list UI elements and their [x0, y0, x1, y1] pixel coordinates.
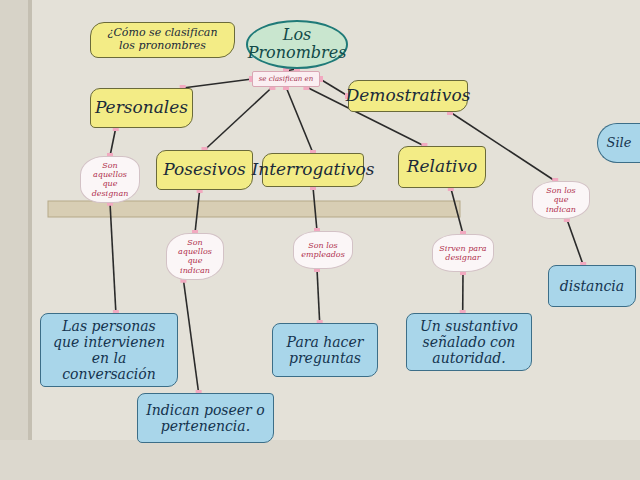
node-text: Sirven para designar	[438, 244, 488, 262]
node-text: se clasifican en	[259, 75, 313, 83]
node-text: Personales	[95, 98, 188, 118]
connector-line	[183, 280, 198, 393]
wall-shadow	[0, 440, 640, 480]
node-text: Demostrativos	[346, 86, 471, 106]
connector-line	[317, 269, 320, 323]
central-oval: Los Pronombres	[246, 20, 348, 69]
connector-line	[567, 219, 583, 265]
category-box: Personales	[90, 88, 193, 128]
category-box: Interrogativos	[262, 153, 364, 187]
connector-line	[286, 87, 313, 153]
node-text: Interrogativos	[252, 160, 375, 180]
node-text: Indican poseer o pertenencia.	[144, 402, 267, 434]
connector-line	[183, 79, 252, 88]
definition-cloud: Son los empleados	[293, 231, 353, 269]
connector-line	[313, 187, 317, 231]
connector-line	[195, 190, 200, 233]
door-frame	[0, 0, 28, 480]
question-box: ¿Cómo se clasifican los pronombres	[90, 22, 235, 58]
example-box: Indican poseer o pertenencia.	[137, 393, 274, 443]
node-text: Son los que indican	[538, 186, 584, 214]
definition-cloud: Son aquellos que designan	[80, 156, 140, 203]
category-box: Demostrativos	[348, 80, 468, 112]
connector-line	[320, 79, 348, 96]
connector-line	[451, 188, 463, 234]
connector-line	[110, 203, 116, 313]
node-text: Los Pronombres	[248, 26, 347, 63]
example-box: Un sustantivo señalado con autoridad.	[406, 313, 532, 371]
node-text: Son aquellos que indican	[172, 238, 218, 275]
definition-cloud: Son los que indican	[532, 181, 590, 219]
connector-line	[110, 128, 116, 156]
node-text: Son los empleados	[299, 241, 347, 259]
node-text: Para hacer preguntas	[279, 334, 371, 366]
definition-cloud: Sirven para designar	[432, 234, 494, 272]
link-tag: se clasifican en	[252, 71, 320, 87]
node-text: Relativo	[407, 157, 478, 177]
definition-cloud: Son aquellos que indican	[166, 233, 224, 280]
example-box: distancia	[548, 265, 636, 307]
example-box: Para hacer preguntas	[272, 323, 378, 377]
example-box: Las personas que intervienen en la conve…	[40, 313, 178, 387]
category-box: Relativo	[398, 146, 486, 188]
node-text: Sile	[607, 136, 632, 151]
side-oval: Sile	[597, 123, 640, 163]
node-text: Posesivos	[163, 160, 246, 180]
connector-line	[462, 272, 464, 313]
node-text: distancia	[560, 278, 624, 294]
category-box: Posesivos	[156, 150, 253, 190]
connector-line	[205, 87, 273, 150]
door-edge	[28, 0, 32, 480]
node-text: Las personas que intervienen en la conve…	[47, 318, 171, 382]
node-text: Un sustantivo señalado con autoridad.	[413, 318, 525, 366]
node-text: Son aquellos que designan	[86, 161, 134, 198]
node-text: ¿Cómo se clasifican los pronombres	[99, 27, 226, 52]
